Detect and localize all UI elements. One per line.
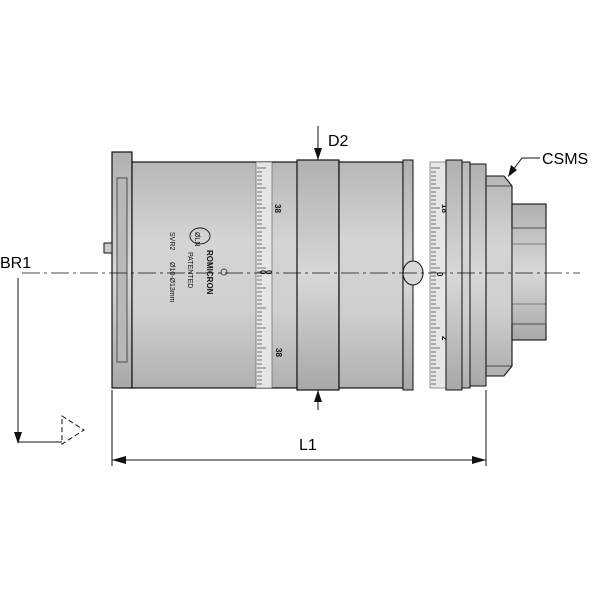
br1-indicator: BR1: [0, 255, 85, 445]
csms-label: CSMS: [542, 151, 588, 168]
csms-leader: CSMS: [508, 151, 588, 177]
l1-label: L1: [299, 437, 317, 454]
front-scale: 38 38 0 0: [255, 161, 283, 389]
logo-mark: [189, 227, 211, 245]
left-flange: [103, 151, 133, 389]
front-scale-bottom-number: 38: [274, 348, 283, 357]
l1-dimension: L1: [111, 390, 487, 466]
rear-scale-bottom-number: 2: [440, 336, 449, 341]
rear-scale-ticks: [431, 167, 440, 385]
d2-label: D2: [328, 133, 349, 150]
rear-scale-top-number: 18: [440, 204, 449, 213]
shank: [485, 175, 547, 377]
model-code-text: SVR2: [168, 232, 175, 250]
rear-scale: 18 2 0 0: [429, 161, 464, 389]
rear-body: [338, 159, 424, 391]
front-scale-zero: 0: [258, 270, 267, 275]
br1-label: BR1: [0, 255, 31, 272]
brand-text: ROMICRON: [205, 250, 214, 295]
front-scale-ticks: [257, 167, 266, 385]
front-scale-top-number: 38: [273, 204, 282, 213]
front-scale-zero-right: 0: [264, 270, 273, 275]
patented-text: PATENTED: [186, 252, 193, 288]
logo-text: ØLN: [193, 232, 200, 246]
center-mark: [220, 268, 228, 276]
rotation-triangle-icon: [61, 415, 85, 445]
d2-dimension: D2: [314, 126, 349, 410]
body-engravings: ØLN ROMICRON PATENTED SVR2 Ø10-Ø13mm: [168, 227, 228, 303]
rear-rings: [445, 159, 487, 391]
rear-scale-zero: 0: [435, 272, 444, 277]
adjusting-ring: [296, 159, 340, 391]
range-text: Ø10-Ø13mm: [168, 262, 175, 303]
